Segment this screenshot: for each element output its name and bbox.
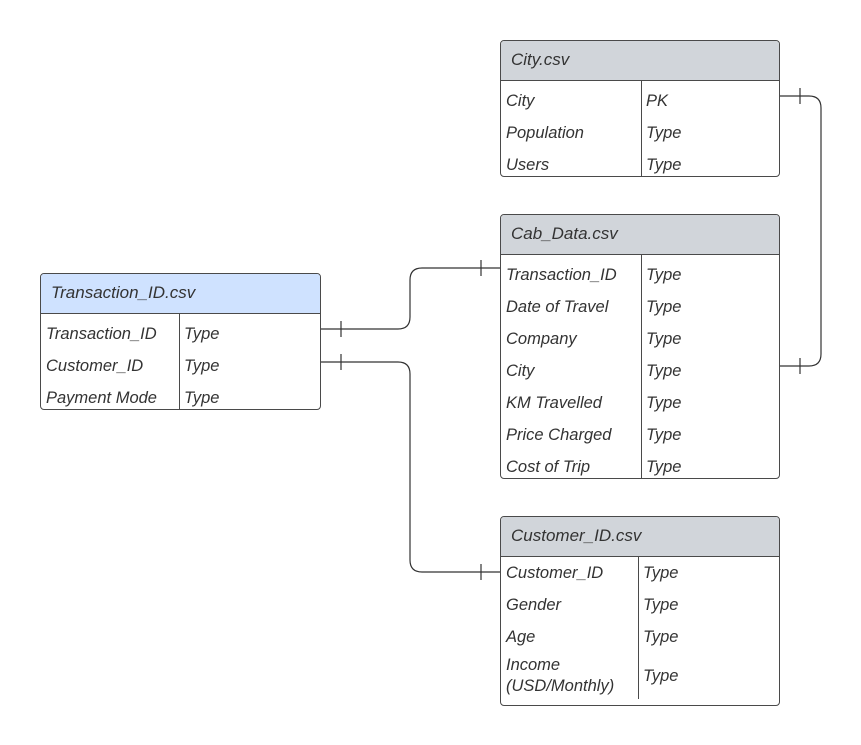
- field-type: Type: [643, 595, 679, 614]
- field-name: Customer_ID: [46, 356, 144, 375]
- column-divider: [638, 557, 639, 699]
- field-name: Users: [506, 155, 550, 174]
- field-name: Company: [506, 329, 577, 348]
- field-type: Type: [643, 666, 679, 685]
- field-name: Cost of Trip: [506, 457, 591, 476]
- field-row: Customer_ID Type: [41, 350, 320, 382]
- entity-cab-data[interactable]: Cab_Data.csv Transaction_ID Type Date of…: [500, 214, 780, 479]
- entity-transaction[interactable]: Transaction_ID.csv Transaction_ID Type C…: [40, 273, 321, 410]
- entity-title: City.csv: [501, 41, 779, 81]
- field-type: Type: [646, 123, 682, 142]
- field-type: Type: [184, 324, 220, 343]
- field-name: Transaction_ID: [46, 324, 157, 343]
- field-name: Price Charged: [506, 425, 612, 444]
- connector-city-to-cab-data: [780, 95, 822, 367]
- field-name: City: [506, 361, 535, 380]
- field-name: KM Travelled: [506, 393, 602, 412]
- field-row: Users Type: [501, 149, 779, 176]
- field-type: Type: [646, 457, 682, 476]
- field-type: Type: [646, 265, 682, 284]
- entity-fields: Transaction_ID Type Customer_ID Type Pay…: [41, 314, 320, 409]
- field-row: Price Charged Type: [501, 419, 779, 451]
- field-type: Type: [643, 563, 679, 582]
- field-row: Cost of Trip Type: [501, 451, 779, 478]
- field-type: Type: [646, 425, 682, 444]
- field-row: Age Type: [501, 621, 779, 653]
- field-row: Company Type: [501, 323, 779, 355]
- entity-city[interactable]: City.csv City PK Population Type Users T…: [500, 40, 780, 177]
- field-row: City PK: [501, 85, 779, 117]
- field-type: Type: [646, 297, 682, 316]
- field-type: PK: [646, 91, 669, 110]
- field-type: Type: [184, 356, 220, 375]
- field-row: Payment Mode Type: [41, 382, 320, 409]
- field-row: Transaction_ID Type: [41, 318, 320, 350]
- field-name: City: [506, 91, 535, 110]
- field-type: Type: [646, 329, 682, 348]
- field-name: Customer_ID: [506, 563, 604, 582]
- entity-fields: Transaction_ID Type Date of Travel Type …: [501, 255, 779, 478]
- connector-transaction-to-customer: [320, 361, 500, 573]
- field-name: Gender: [506, 595, 562, 614]
- field-row: City Type: [501, 355, 779, 387]
- field-type: Type: [646, 155, 682, 174]
- field-name: Age: [506, 627, 536, 646]
- column-divider: [179, 314, 180, 409]
- connector-transaction-to-cab-data: [320, 267, 500, 330]
- field-type: Type: [646, 393, 682, 412]
- field-row: Customer_ID Type: [501, 557, 779, 589]
- column-divider: [641, 255, 642, 478]
- field-row: Income (USD/Monthly) Type: [501, 653, 779, 699]
- field-name: Transaction_ID: [506, 265, 617, 284]
- entity-title: Customer_ID.csv: [501, 517, 779, 557]
- field-name: Payment Mode: [46, 388, 157, 407]
- field-row: Date of Travel Type: [501, 291, 779, 323]
- column-divider: [641, 81, 642, 176]
- field-row: Gender Type: [501, 589, 779, 621]
- field-name: Date of Travel: [506, 297, 609, 316]
- entity-title: Cab_Data.csv: [501, 215, 779, 255]
- field-row: Population Type: [501, 117, 779, 149]
- field-row: KM Travelled Type: [501, 387, 779, 419]
- field-row: Transaction_ID Type: [501, 259, 779, 291]
- field-name: Income (USD/Monthly): [506, 656, 615, 695]
- entity-fields: City PK Population Type Users Type: [501, 81, 779, 176]
- entity-title: Transaction_ID.csv: [41, 274, 320, 314]
- field-type: Type: [184, 388, 220, 407]
- entity-customer[interactable]: Customer_ID.csv Customer_ID Type Gender …: [500, 516, 780, 706]
- field-type: Type: [646, 361, 682, 380]
- field-name: Population: [506, 123, 584, 142]
- field-type: Type: [643, 627, 679, 646]
- entity-fields: Customer_ID Type Gender Type Age Type In…: [501, 557, 779, 699]
